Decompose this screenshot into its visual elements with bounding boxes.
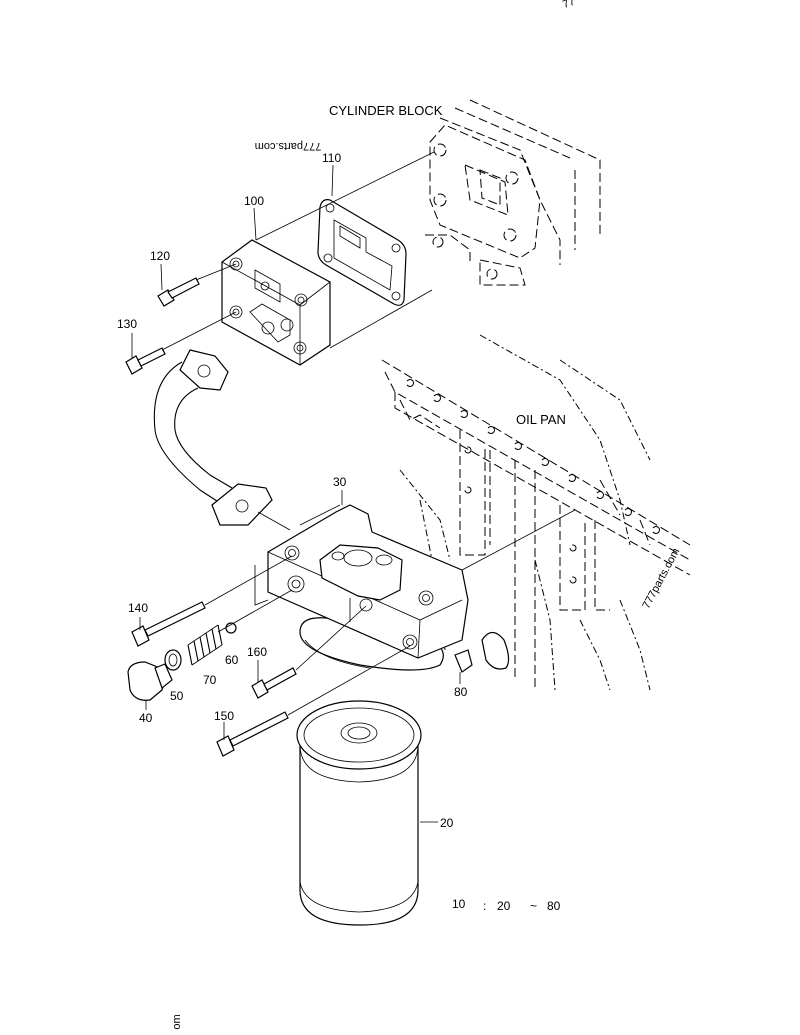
bolt-130	[125, 347, 166, 375]
watermark-right: 777parts.com	[640, 546, 682, 610]
cover-100	[221, 239, 331, 366]
kit-number: 10	[452, 897, 466, 911]
filter-head-30	[254, 504, 469, 671]
part-number-80: 80	[454, 685, 468, 699]
plug-80	[454, 649, 473, 673]
watermark-corner: 77	[561, 0, 577, 11]
part-number-110: 110	[322, 151, 341, 165]
washer-50	[164, 649, 182, 671]
bolt-160	[251, 667, 297, 699]
cylinder-block-phantom	[425, 99, 601, 286]
part-number-140: 140	[128, 601, 148, 615]
leader-lines	[131, 151, 576, 823]
kit-range-start: 20	[497, 899, 511, 913]
watermark-bottom: om	[171, 1014, 183, 1029]
part-number-130: 130	[117, 317, 137, 331]
o-ring-seal	[481, 631, 510, 670]
kit-tilde: ~	[530, 899, 537, 913]
bolt-140	[131, 601, 206, 647]
part-number-160: 160	[247, 645, 267, 659]
watermark-top: 777parts.com	[255, 140, 322, 152]
ball-60	[225, 622, 237, 634]
oil-pan-phantom	[381, 334, 691, 691]
part-number-60: 60	[225, 653, 239, 667]
oil-filter-20	[296, 700, 422, 926]
bolt-150	[216, 711, 289, 757]
part-number-70: 70	[203, 673, 217, 687]
part-number-150: 150	[214, 709, 234, 723]
plug-40	[127, 661, 173, 701]
kit-colon: :	[483, 899, 486, 913]
oil-pan-label: OIL PAN	[516, 412, 566, 427]
part-number-20: 20	[440, 816, 454, 830]
part-number-50: 50	[170, 689, 184, 703]
kit-note: 10 : 20 ~ 80	[452, 897, 561, 913]
part-number-100: 100	[244, 194, 264, 208]
part-number-30: 30	[333, 475, 347, 489]
oil-pipe	[153, 349, 273, 526]
bolt-120	[157, 277, 200, 307]
kit-range-end: 80	[547, 899, 561, 913]
cylinder-block-label: CYLINDER BLOCK	[329, 103, 443, 118]
spring-70	[187, 624, 223, 666]
part-number-40: 40	[139, 711, 153, 725]
part-number-120: 120	[150, 249, 170, 263]
gasket-110	[317, 199, 407, 306]
